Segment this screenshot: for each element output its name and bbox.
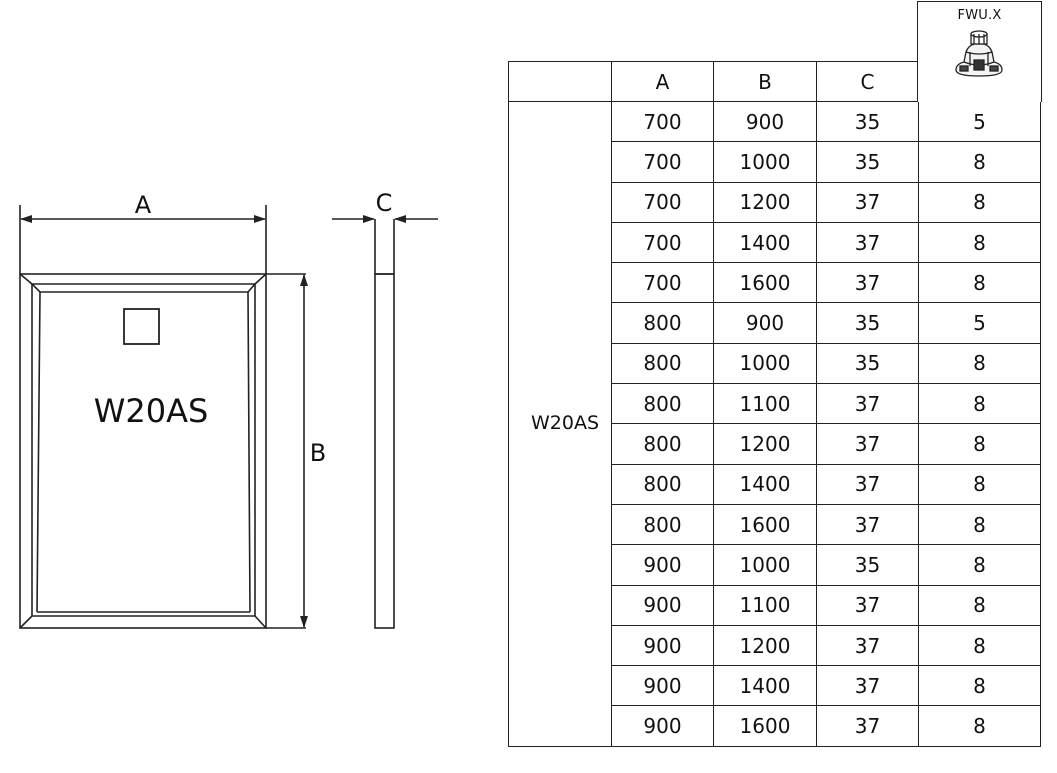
cell-c: 37: [816, 221, 919, 264]
cell-fwu: 8: [918, 584, 1041, 626]
cell-b: 1400: [713, 221, 817, 264]
cell-c: 35: [816, 544, 919, 586]
cell-b: 1600: [713, 503, 817, 546]
cell-a: 700: [611, 141, 714, 183]
cell-fwu: 8: [918, 141, 1041, 183]
cell-c: 37: [816, 262, 919, 304]
model-name-cell: W20AS: [508, 101, 612, 747]
cell-b: 1600: [713, 262, 817, 304]
cell-fwu: 8: [918, 503, 1041, 546]
cell-c: 37: [816, 181, 919, 223]
cell-a: 700: [611, 221, 714, 264]
cell-a: 900: [611, 544, 714, 586]
cell-a: 800: [611, 383, 714, 425]
tray-top-view: [19, 273, 267, 629]
cell-c: 37: [816, 584, 919, 626]
cell-a: 800: [611, 302, 714, 344]
header-fwu: FWU.X: [917, 1, 1042, 102]
cell-a: 900: [611, 584, 714, 626]
tray-technical-drawing: A B C W20AS: [19, 189, 438, 629]
cell-a: 800: [611, 423, 714, 465]
cell-fwu: 8: [918, 383, 1041, 425]
cell-c: 37: [816, 503, 919, 546]
cell-a: 700: [611, 100, 714, 143]
cell-fwu: 8: [918, 181, 1041, 223]
cell-b: 1400: [713, 665, 817, 707]
cell-c: 35: [816, 302, 919, 344]
tray-model-label: W20AS: [94, 392, 209, 430]
cell-a: 800: [611, 503, 714, 546]
header-c: C: [816, 61, 919, 102]
cell-a: 900: [611, 665, 714, 707]
cell-c: 37: [816, 705, 919, 747]
cell-b: 1000: [713, 544, 817, 586]
cell-c: 37: [816, 383, 919, 425]
cell-b: 1200: [713, 423, 817, 465]
cell-c: 37: [816, 665, 919, 707]
cell-fwu: 8: [918, 544, 1041, 586]
cell-b: 900: [713, 100, 817, 143]
fwu-header-box: FWU.X: [917, 1, 1042, 102]
cell-fwu: 8: [918, 221, 1041, 264]
cell-fwu: 5: [918, 302, 1041, 344]
cell-fwu: 8: [918, 624, 1041, 667]
header-a: A: [611, 61, 714, 102]
cell-fwu: 5: [918, 100, 1041, 143]
header-fwu-label: FWU.X: [957, 8, 1002, 23]
cell-b: 1200: [713, 624, 817, 667]
cell-a: 700: [611, 181, 714, 223]
tray-side-view: [374, 219, 395, 629]
table-header-row: A B C FWU.X: [508, 1, 1042, 102]
drain-outlet: [123, 308, 160, 345]
cell-b: 1400: [713, 463, 817, 505]
cell-fwu: 8: [918, 342, 1041, 385]
cell-b: 1100: [713, 584, 817, 626]
dimension-c-label: C: [376, 189, 393, 217]
cell-a: 800: [611, 342, 714, 385]
feet-support-icon: [955, 30, 1004, 77]
cell-c: 35: [816, 141, 919, 183]
cell-fwu: 8: [918, 705, 1041, 747]
cell-c: 37: [816, 463, 919, 505]
cell-c: 37: [816, 423, 919, 465]
cell-fwu: 8: [918, 463, 1041, 505]
cell-b: 1000: [713, 342, 817, 385]
cell-a: 900: [611, 624, 714, 667]
cell-b: 1600: [713, 705, 817, 747]
cell-a: 800: [611, 463, 714, 505]
cell-fwu: 8: [918, 262, 1041, 304]
cell-c: 35: [816, 342, 919, 385]
cell-c: 37: [816, 624, 919, 667]
cell-b: 1100: [713, 383, 817, 425]
cell-b: 1200: [713, 181, 817, 223]
cell-a: 700: [611, 262, 714, 304]
header-empty: [508, 61, 612, 102]
cell-c: 35: [816, 100, 919, 143]
cell-b: 1000: [713, 141, 817, 183]
dimension-b-label: B: [310, 439, 326, 467]
cell-a: 900: [611, 705, 714, 747]
dimensions-table: A B C FWU.X: [508, 1, 1042, 747]
cell-b: 900: [713, 302, 817, 344]
cell-fwu: 8: [918, 665, 1041, 707]
header-b: B: [713, 61, 817, 102]
cell-fwu: 8: [918, 423, 1041, 465]
dimension-a-label: A: [135, 191, 152, 219]
